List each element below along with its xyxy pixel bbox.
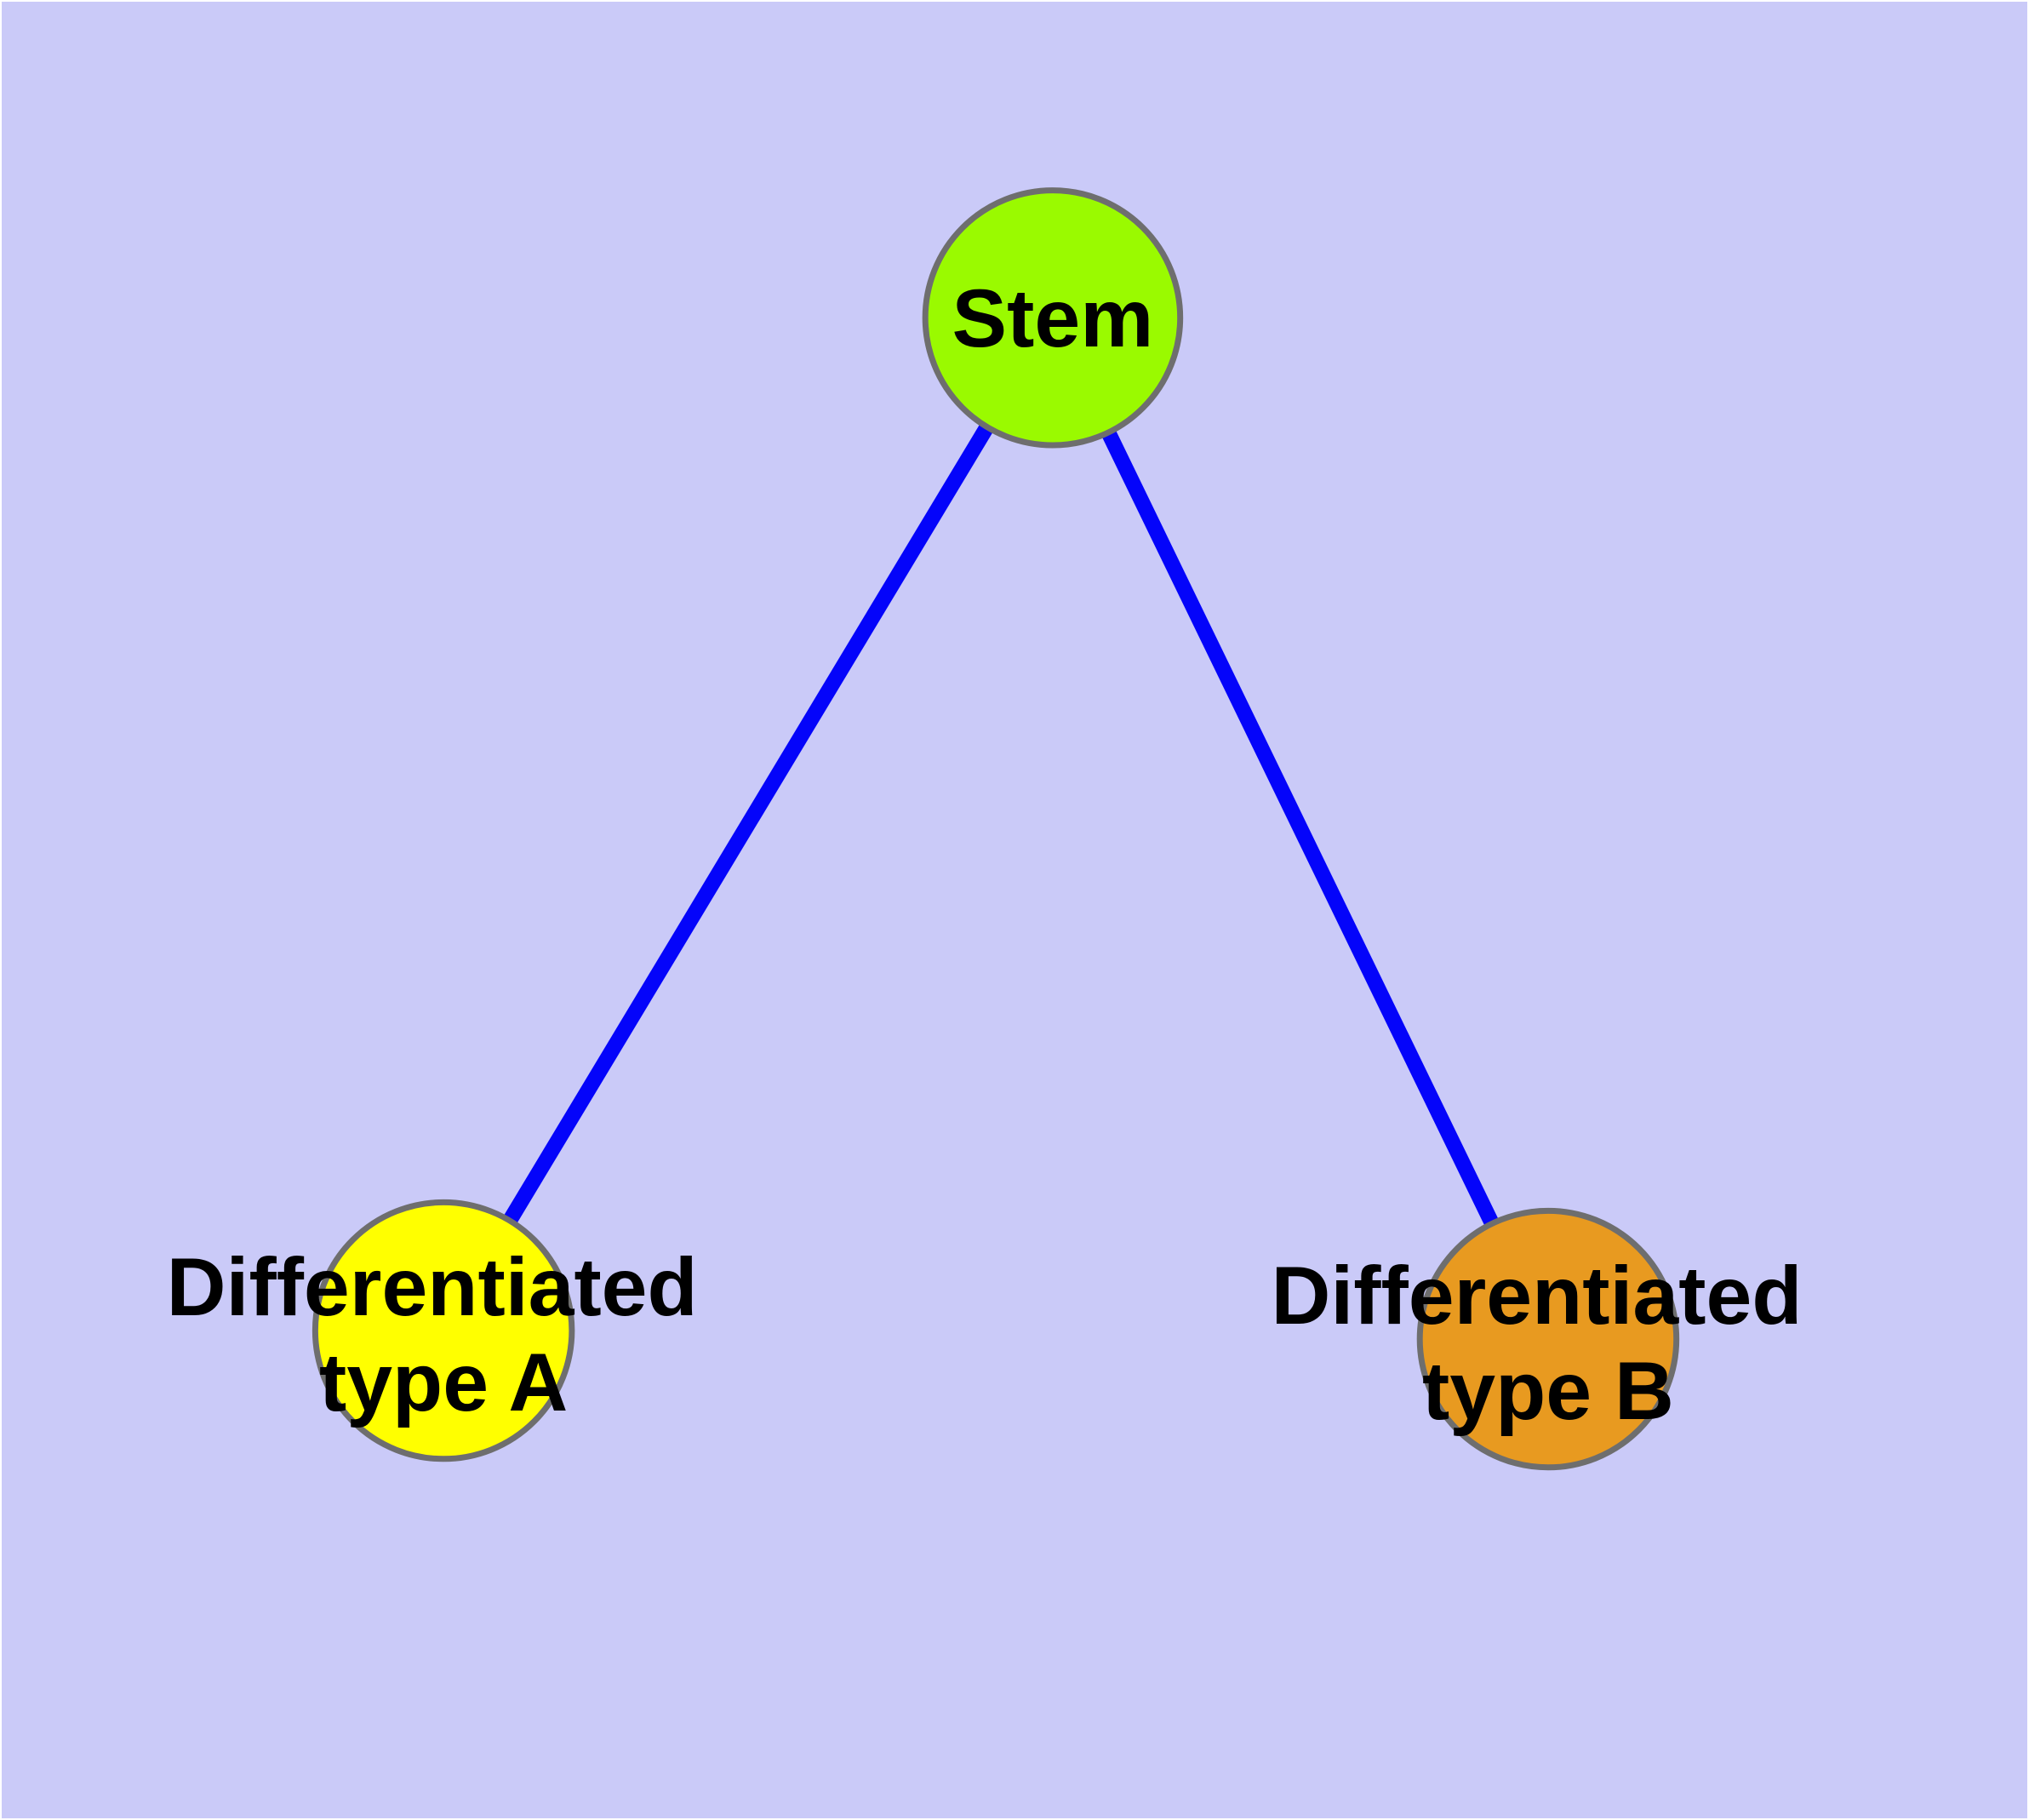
node-differentiated-type-b-circle[interactable] xyxy=(1416,1207,1680,1471)
node-stem-circle[interactable] xyxy=(922,187,1184,449)
node-stem[interactable]: Stem xyxy=(922,187,1184,449)
edge-stem-to-type-b[interactable] xyxy=(1045,314,1556,1342)
edge-stem-to-type-a[interactable] xyxy=(437,313,1060,1335)
node-differentiated-type-a-circle[interactable] xyxy=(311,1199,575,1462)
edge-layer xyxy=(437,313,1556,1342)
